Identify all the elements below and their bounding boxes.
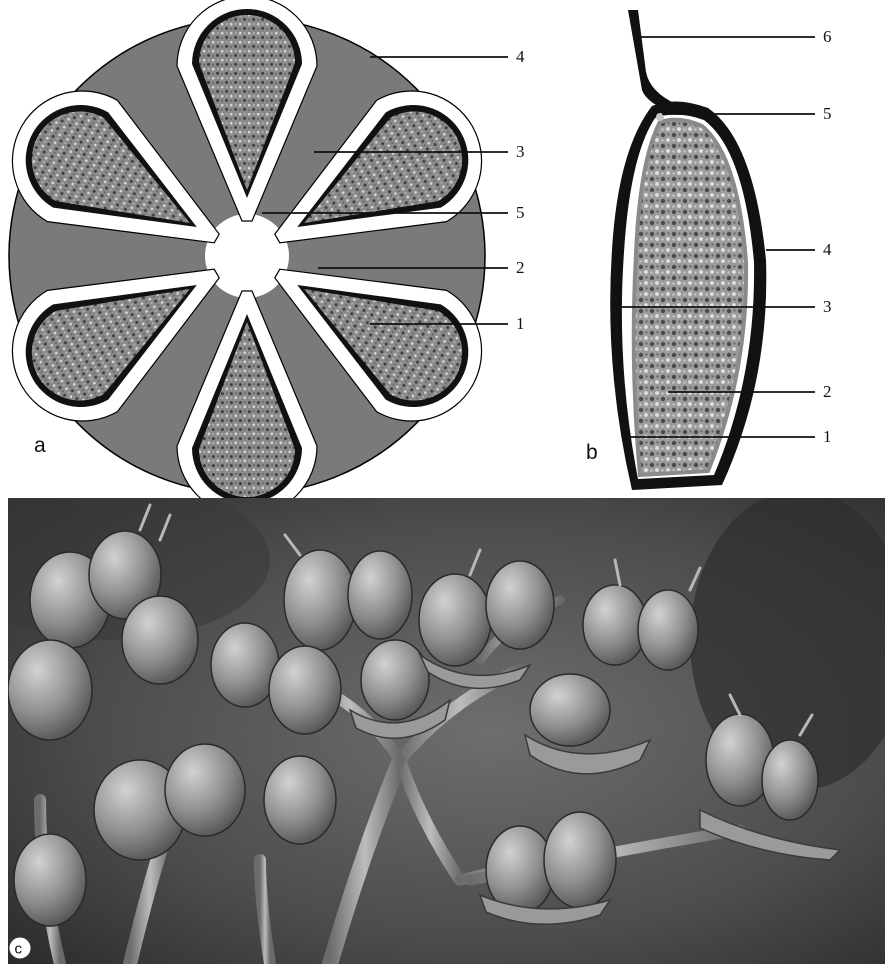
panel-b-labels: 6 5 4 3 2 1 bbox=[823, 27, 832, 446]
label-b-2: 2 bbox=[823, 382, 832, 401]
central-cavity bbox=[205, 214, 289, 298]
stalk bbox=[628, 10, 676, 112]
label-b-3: 3 bbox=[823, 297, 832, 316]
panel-a-cross-section: 4 3 5 2 1 a bbox=[0, 0, 525, 516]
panel-letter-b: b bbox=[586, 441, 598, 464]
label-a-2: 2 bbox=[516, 258, 525, 277]
label-b-6: 6 bbox=[823, 27, 832, 46]
label-b-4: 4 bbox=[823, 240, 832, 259]
panel-a-labels: 4 3 5 2 1 bbox=[516, 47, 525, 333]
panel-letter-c: c bbox=[15, 941, 23, 958]
label-b-5: 5 bbox=[823, 104, 832, 123]
panel-letter-a: a bbox=[34, 434, 46, 457]
label-b-1: 1 bbox=[823, 427, 832, 446]
label-a-5: 5 bbox=[516, 203, 525, 222]
label-a-3: 3 bbox=[516, 142, 525, 161]
label-a-1: 1 bbox=[516, 314, 525, 333]
panel-b-longitudinal-section: 6 5 4 3 2 1 b bbox=[586, 10, 832, 490]
label-a-4: 4 bbox=[516, 47, 525, 66]
panel-c-photograph bbox=[0, 480, 885, 964]
